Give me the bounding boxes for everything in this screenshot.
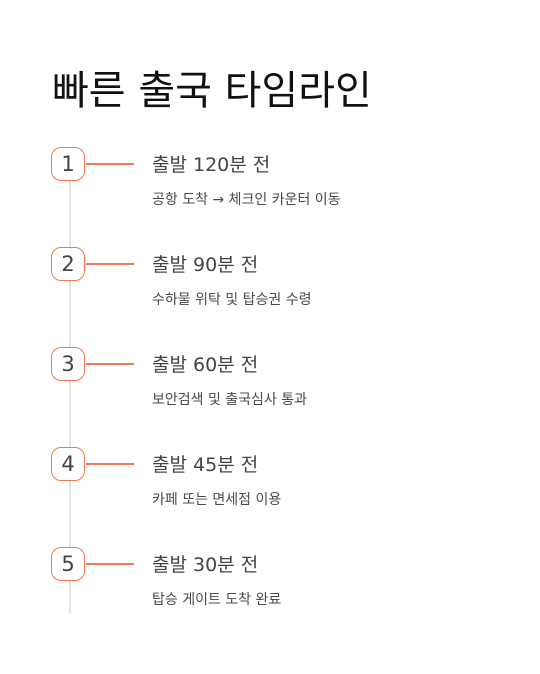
step-connector [86,563,134,565]
step-number-badge: 5 [51,547,85,581]
timeline-step-4: 4 출발 45분 전 카페 또는 면세점 이용 [0,447,540,517]
page-title: 빠른 출국 타임라인 [52,68,372,114]
step-number-badge: 2 [51,247,85,281]
step-title: 출발 120분 전 [152,154,271,176]
step-description: 공항 도착 → 체크인 카운터 이동 [152,192,341,208]
step-description: 보안검색 및 출국심사 통과 [152,392,308,408]
step-connector [86,363,134,365]
step-title: 출발 30분 전 [152,554,259,576]
timeline-step-2: 2 출발 90분 전 수하물 위탁 및 탑승권 수령 [0,247,540,317]
step-connector [86,263,134,265]
step-number-badge: 4 [51,447,85,481]
timeline-step-1: 1 출발 120분 전 공항 도착 → 체크인 카운터 이동 [0,147,540,217]
step-connector [86,463,134,465]
timeline-line [69,163,71,613]
step-description: 카페 또는 면세점 이용 [152,492,282,508]
step-connector [86,163,134,165]
step-title: 출발 90분 전 [152,254,259,276]
timeline-step-3: 3 출발 60분 전 보안검색 및 출국심사 통과 [0,347,540,417]
step-description: 탑승 게이트 도착 완료 [152,592,282,608]
step-description: 수하물 위탁 및 탑승권 수령 [152,292,312,308]
step-title: 출발 60분 전 [152,354,259,376]
step-title: 출발 45분 전 [152,454,259,476]
step-number-badge: 1 [51,147,85,181]
timeline-step-5: 5 출발 30분 전 탑승 게이트 도착 완료 [0,547,540,617]
step-number-badge: 3 [51,347,85,381]
